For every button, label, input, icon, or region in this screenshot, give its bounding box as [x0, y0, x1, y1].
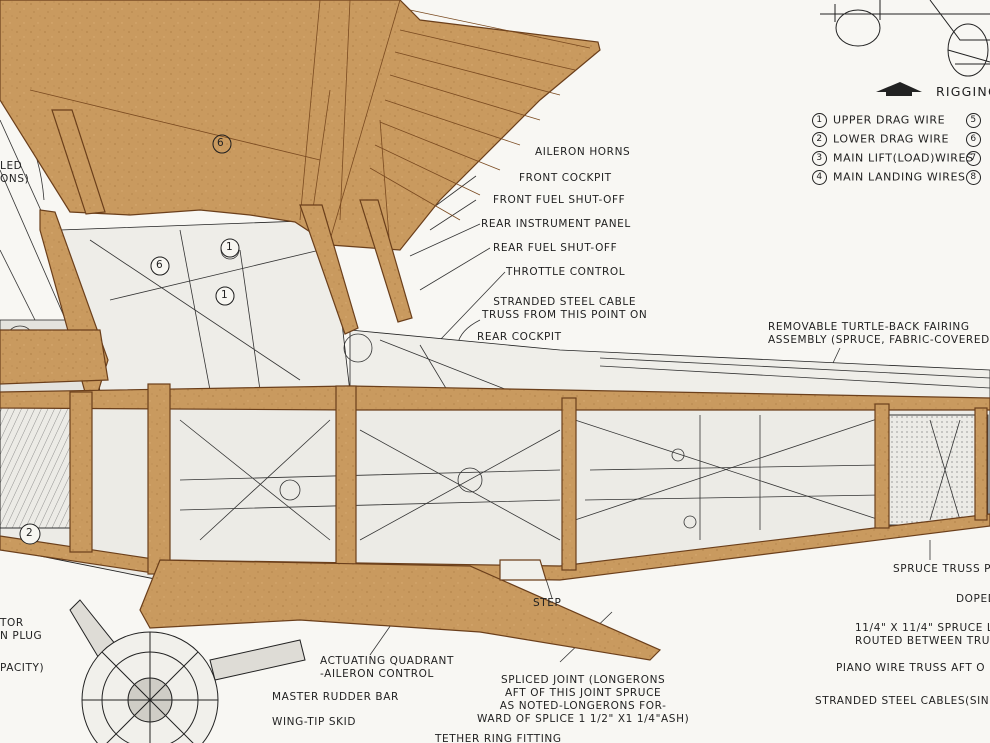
rigging-title: RIGGING — [936, 84, 990, 99]
legend-partial-number: 8 — [966, 170, 987, 185]
legend-text: LOWER DRAG WIRE — [833, 132, 950, 146]
legend-partial-number: 6 — [966, 132, 987, 147]
fuselage-frame-wood — [0, 329, 990, 661]
legend-text: MAIN LIFT(LOAD)WIRES — [833, 151, 974, 165]
label-front-cockpit: FRONT COCKPIT — [519, 172, 612, 184]
legend-number: 4 — [812, 170, 827, 185]
legend-partial-number: 7 — [966, 151, 987, 166]
label-rear-cockpit: REAR COCKPIT — [477, 331, 562, 343]
upper-wing-wood — [0, 0, 601, 251]
callout-number: 1 — [226, 241, 234, 253]
callout-number: 6 — [217, 137, 225, 149]
legend-item: 3 MAIN LIFT(LOAD)WIRES — [812, 151, 974, 166]
callout-number: 2 — [26, 527, 34, 539]
legend-number: 2 — [812, 132, 827, 147]
label-front-fuel: FRONT FUEL SHUT-OFF — [493, 194, 626, 206]
label-spruce-truss: SPRUCE TRUSS PO — [893, 563, 990, 575]
label-stranded-steel-cables: STRANDED STEEL CABLES(SIN — [815, 695, 990, 707]
legend-item: 2 LOWER DRAG WIRE — [812, 132, 949, 147]
legend-number: 3 — [812, 151, 827, 166]
engine-propeller-sketch — [69, 599, 306, 743]
legend-number: 1 — [812, 113, 827, 128]
label-aileron-horns: AILERON HORNS — [535, 146, 631, 158]
label-doped: DOPED — [956, 593, 990, 605]
rigging-arrow — [876, 82, 922, 96]
legend-text: UPPER DRAG WIRE — [833, 113, 946, 127]
label-throttle-control: THROTTLE CONTROL — [506, 266, 626, 278]
legend-item: 4 MAIN LANDING WIRES — [812, 170, 966, 185]
label-tether-ring: TETHER RING FITTING — [435, 733, 562, 743]
label-piano-wire: PIANO WIRE TRUSS AFT O — [836, 662, 986, 674]
landing-gear-sketch — [820, 0, 990, 77]
label-wing-tip-skid: WING-TIP SKID — [272, 716, 357, 728]
callout-circles — [19, 134, 240, 545]
label-rear-fuel: REAR FUEL SHUT-OFF — [493, 242, 618, 254]
label-left-fragment: PACITY) — [0, 662, 45, 674]
fuselage-interior — [0, 399, 990, 581]
callout-number: 1 — [221, 289, 229, 301]
label-master-rudder-bar: MASTER RUDDER BAR — [272, 691, 399, 703]
label-actuating-quadrant: ACTUATING QUADRANT-AILERON CONTROL — [320, 655, 454, 681]
legend-partial-number: 5 — [966, 113, 987, 128]
legend-text: MAIN LANDING WIRES — [833, 170, 966, 184]
label-rear-instrument-panel: REAR INSTRUMENT PANEL — [481, 218, 631, 230]
legend-item: 1 UPPER DRAG WIRE — [812, 113, 945, 128]
label-step: STEP — [533, 597, 562, 609]
callout-number: 6 — [156, 259, 164, 271]
